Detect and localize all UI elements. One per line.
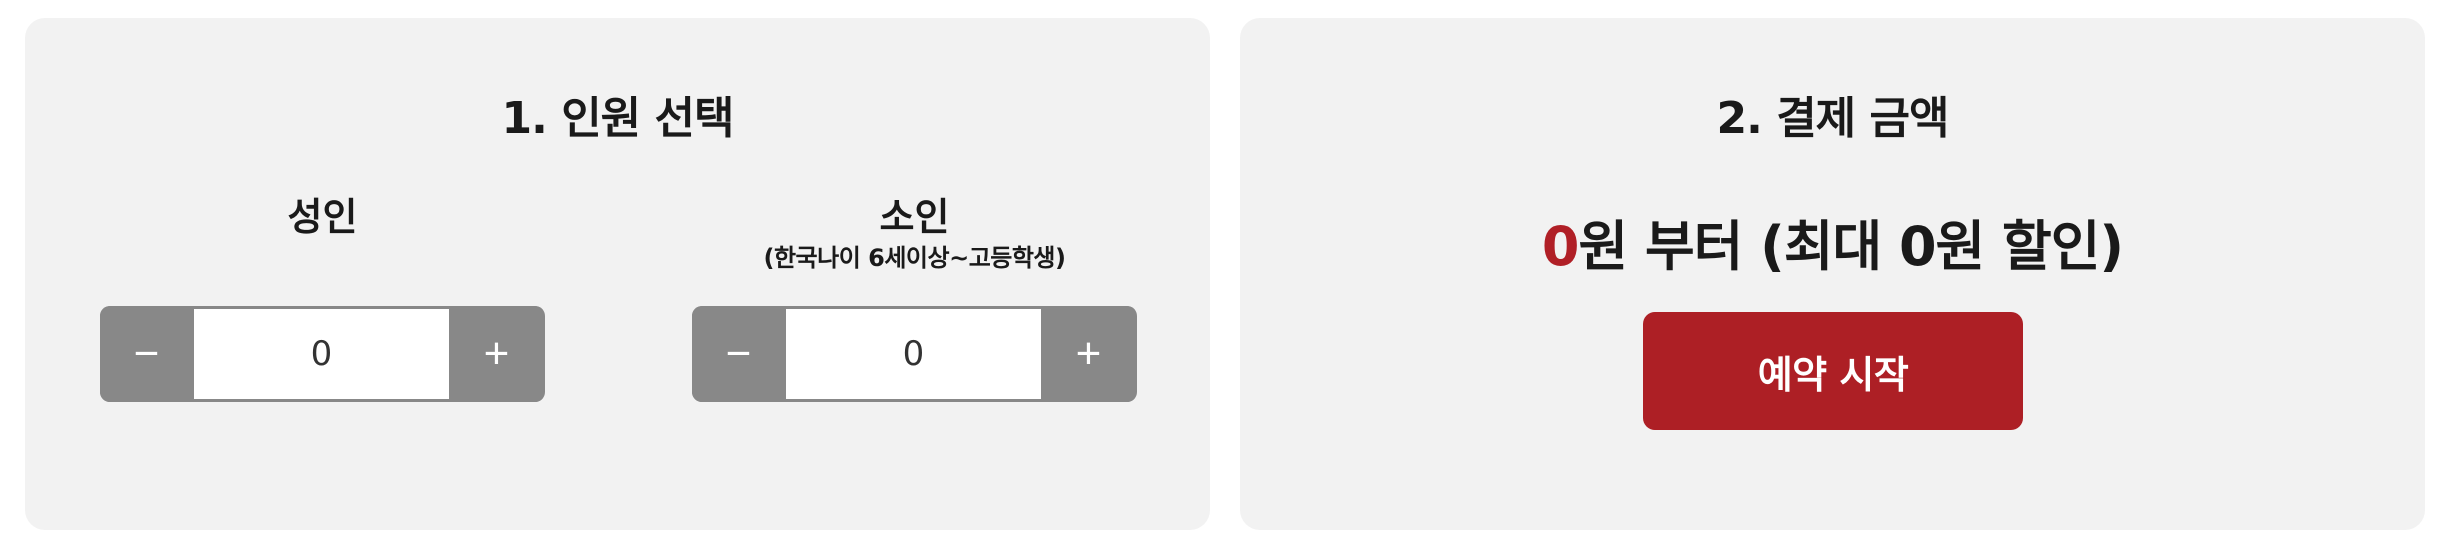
child-increment-button[interactable]: + — [1042, 306, 1135, 402]
adult-quantity-input[interactable] — [193, 308, 450, 400]
child-quantity-input[interactable] — [785, 308, 1042, 400]
price-suffix: 원 부터 (최대 0원 할인) — [1578, 215, 2125, 278]
child-label: 소인 — [879, 195, 950, 239]
payment-amount-title: 2. 결제 금액 — [1716, 93, 1950, 144]
adult-label: 성인 — [287, 195, 358, 239]
child-age-note: (한국나이 6세이상~고등학생) — [763, 244, 1066, 272]
price-amount: 0 — [1541, 215, 1580, 278]
adult-quantity-stepper: − + — [100, 306, 545, 402]
minus-icon: − — [725, 329, 752, 378]
child-decrement-button[interactable]: − — [692, 306, 785, 402]
payment-amount-panel: 2. 결제 금액 0원 부터 (최대 0원 할인) 예약 시작 — [1240, 18, 2425, 530]
people-selection-title: 1. 인원 선택 — [501, 93, 735, 144]
price-summary: 0원 부터 (최대 0원 할인) — [1240, 202, 2425, 281]
people-selection-panel: 1. 인원 선택 성인 − + 소인 (한국나이 6세이상~고등학생) − — [25, 18, 1210, 530]
minus-icon: − — [133, 329, 160, 378]
child-quantity-stepper: − + — [692, 306, 1137, 402]
adult-decrement-button[interactable]: − — [100, 306, 193, 402]
adult-increment-button[interactable]: + — [450, 306, 543, 402]
plus-icon: + — [1075, 329, 1102, 378]
plus-icon: + — [483, 329, 510, 378]
reserve-start-button[interactable]: 예약 시작 — [1643, 312, 2023, 430]
